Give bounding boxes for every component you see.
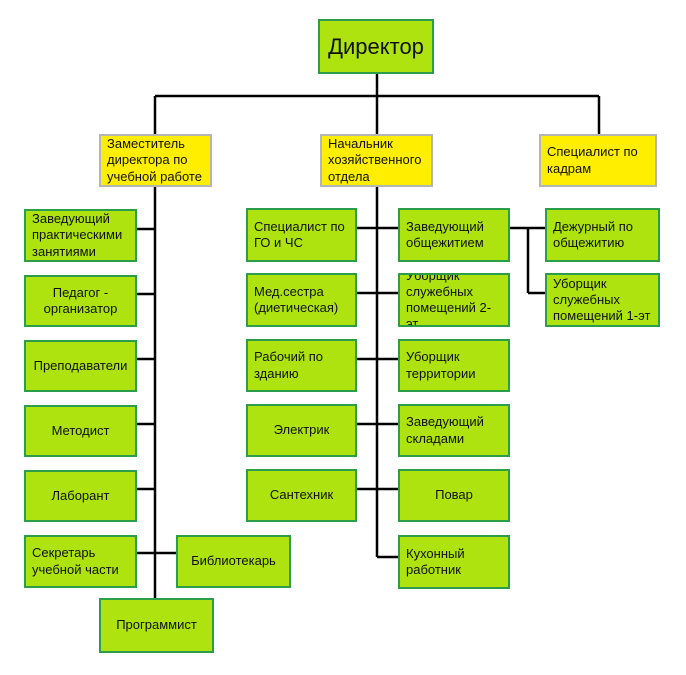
building-worker-box: Рабочий по зданию bbox=[246, 339, 357, 392]
lab-assistant-box: Лаборант bbox=[24, 470, 137, 522]
cleaner-floor-2-box: Уборщик служебных помещений 2-эт bbox=[398, 273, 510, 327]
electrician-label: Электрик bbox=[273, 422, 330, 438]
plumber-label: Сантехник bbox=[269, 487, 334, 503]
kitchen-worker-label: Кухонный работник bbox=[406, 545, 465, 577]
lab-assistant-label: Лаборант bbox=[51, 487, 110, 503]
programmer-box: Программист bbox=[99, 598, 214, 653]
librarian-box: Библиотекарь bbox=[176, 535, 291, 588]
dormitory-duty-label: Дежурный по общежитию bbox=[553, 218, 633, 250]
civil-defense-specialist-label: Специалист по ГО и ЧС bbox=[254, 218, 345, 250]
cleaner-floor-1-box: Уборщик служебных помещений 1-эт bbox=[545, 273, 660, 327]
teachers-label: Преподаватели bbox=[33, 357, 128, 373]
deputy-director-label: Заместитель директора по учебной работе bbox=[107, 136, 202, 184]
academic-secretary-label: Секретарь учебной части bbox=[32, 545, 119, 577]
practical-classes-head-label: Заведующий практическими занятиями bbox=[32, 211, 123, 259]
pedagogue-organizer-box: Педагог - организатор bbox=[24, 275, 137, 327]
dormitory-head-label: Заведующий общежитием bbox=[406, 218, 484, 250]
dietary-nurse-box: Мед.сестра (диетическая) bbox=[246, 273, 357, 327]
kitchen-worker-box: Кухонный работник bbox=[398, 535, 510, 589]
territory-cleaner-box: Уборщик территории bbox=[398, 339, 510, 392]
hr-specialist-box: Специалист по кадрам bbox=[539, 134, 657, 187]
cook-box: Повар bbox=[398, 469, 510, 522]
plumber-box: Сантехник bbox=[246, 469, 357, 522]
pedagogue-organizer-label: Педагог - организатор bbox=[43, 284, 118, 316]
cleaner-floor-2-label: Уборщик служебных помещений 2-эт bbox=[406, 273, 492, 327]
hr-specialist-label: Специалист по кадрам bbox=[547, 144, 638, 176]
household-head-label: Начальник хозяйственного отдела bbox=[328, 136, 422, 184]
teachers-box: Преподаватели bbox=[24, 340, 137, 392]
librarian-label: Библиотекарь bbox=[191, 553, 276, 569]
civil-defense-specialist-box: Специалист по ГО и ЧС bbox=[246, 208, 357, 262]
territory-cleaner-label: Уборщик территории bbox=[406, 349, 476, 381]
warehouse-head-label: Заведующий складами bbox=[406, 414, 484, 446]
methodist-label: Методист bbox=[51, 422, 110, 438]
electrician-box: Электрик bbox=[246, 404, 357, 457]
director-box: Директор bbox=[318, 19, 434, 74]
building-worker-label: Рабочий по зданию bbox=[254, 349, 324, 381]
programmer-label: Программист bbox=[116, 617, 197, 633]
cleaner-floor-1-label: Уборщик служебных помещений 1-эт bbox=[553, 275, 651, 324]
methodist-box: Методист bbox=[24, 405, 137, 457]
household-head-box: Начальник хозяйственного отдела bbox=[320, 134, 433, 187]
cook-label: Повар bbox=[435, 487, 473, 503]
deputy-director-box: Заместитель директора по учебной работе bbox=[99, 134, 212, 187]
dietary-nurse-label: Мед.сестра (диетическая) bbox=[254, 283, 339, 315]
warehouse-head-box: Заведующий складами bbox=[398, 404, 510, 457]
academic-secretary-box: Секретарь учебной части bbox=[24, 535, 137, 588]
director-label: Директор bbox=[328, 33, 424, 59]
practical-classes-head-box: Заведующий практическими занятиями bbox=[24, 209, 137, 262]
dormitory-duty-box: Дежурный по общежитию bbox=[545, 208, 660, 262]
dormitory-head-box: Заведующий общежитием bbox=[398, 208, 510, 262]
